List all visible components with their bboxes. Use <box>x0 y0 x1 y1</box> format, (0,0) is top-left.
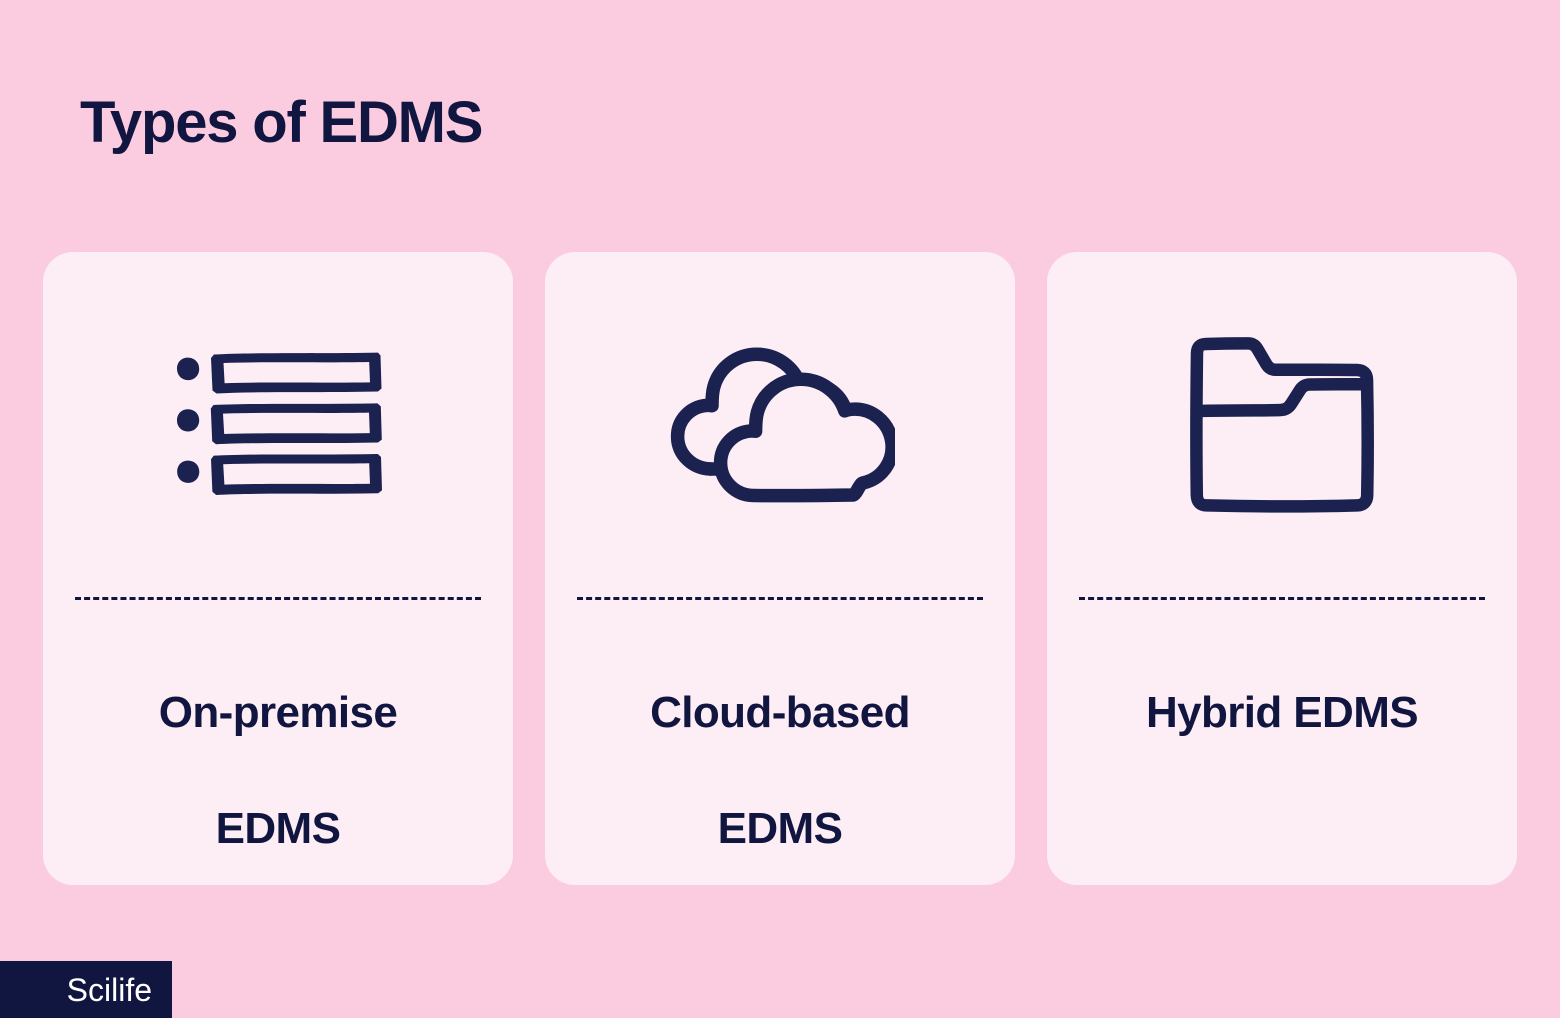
card-label-on-premise: On-premise EDMS <box>43 600 513 885</box>
folder-flap <box>1191 377 1373 417</box>
list-bar-3 <box>211 453 382 495</box>
cards-row: On-premise EDMS Cloud-based <box>43 252 1517 885</box>
card-divider <box>1079 597 1485 600</box>
card-icon-wrapper <box>545 252 1015 597</box>
card-icon-wrapper <box>1047 252 1517 597</box>
card-on-premise[interactable]: On-premise EDMS <box>43 252 513 885</box>
card-divider <box>75 597 481 600</box>
list-bullet-3 <box>177 460 200 483</box>
card-label-line1: Hybrid EDMS <box>1145 688 1419 737</box>
card-hybrid[interactable]: Hybrid EDMS <box>1047 252 1517 885</box>
card-label-line1: Cloud-based <box>650 688 910 737</box>
card-label-cloud-based: Cloud-based EDMS <box>545 600 1015 885</box>
cloud-front <box>713 372 895 502</box>
brand-logo-text: Scilife <box>66 971 152 1008</box>
card-label-line2: EDMS <box>717 804 843 853</box>
card-label-line1: On-premise <box>158 688 398 737</box>
card-icon-wrapper <box>43 252 513 597</box>
list-bullet-1 <box>177 357 200 380</box>
clouds-icon <box>670 346 895 502</box>
list-bar-1 <box>211 352 382 393</box>
folder-back <box>1190 336 1374 513</box>
card-divider <box>577 597 983 600</box>
card-label-line2: EDMS <box>215 804 341 853</box>
page-title: Types of EDMS <box>80 90 483 155</box>
brand-logo-badge: Scilife <box>0 961 172 1018</box>
list-bar-2 <box>210 402 382 444</box>
card-label-hybrid: Hybrid EDMS <box>1047 600 1517 885</box>
bulleted-list-icon <box>176 352 382 495</box>
list-bullet-2 <box>176 408 200 432</box>
folder-icon <box>1190 336 1374 513</box>
card-cloud-based[interactable]: Cloud-based EDMS <box>545 252 1015 885</box>
